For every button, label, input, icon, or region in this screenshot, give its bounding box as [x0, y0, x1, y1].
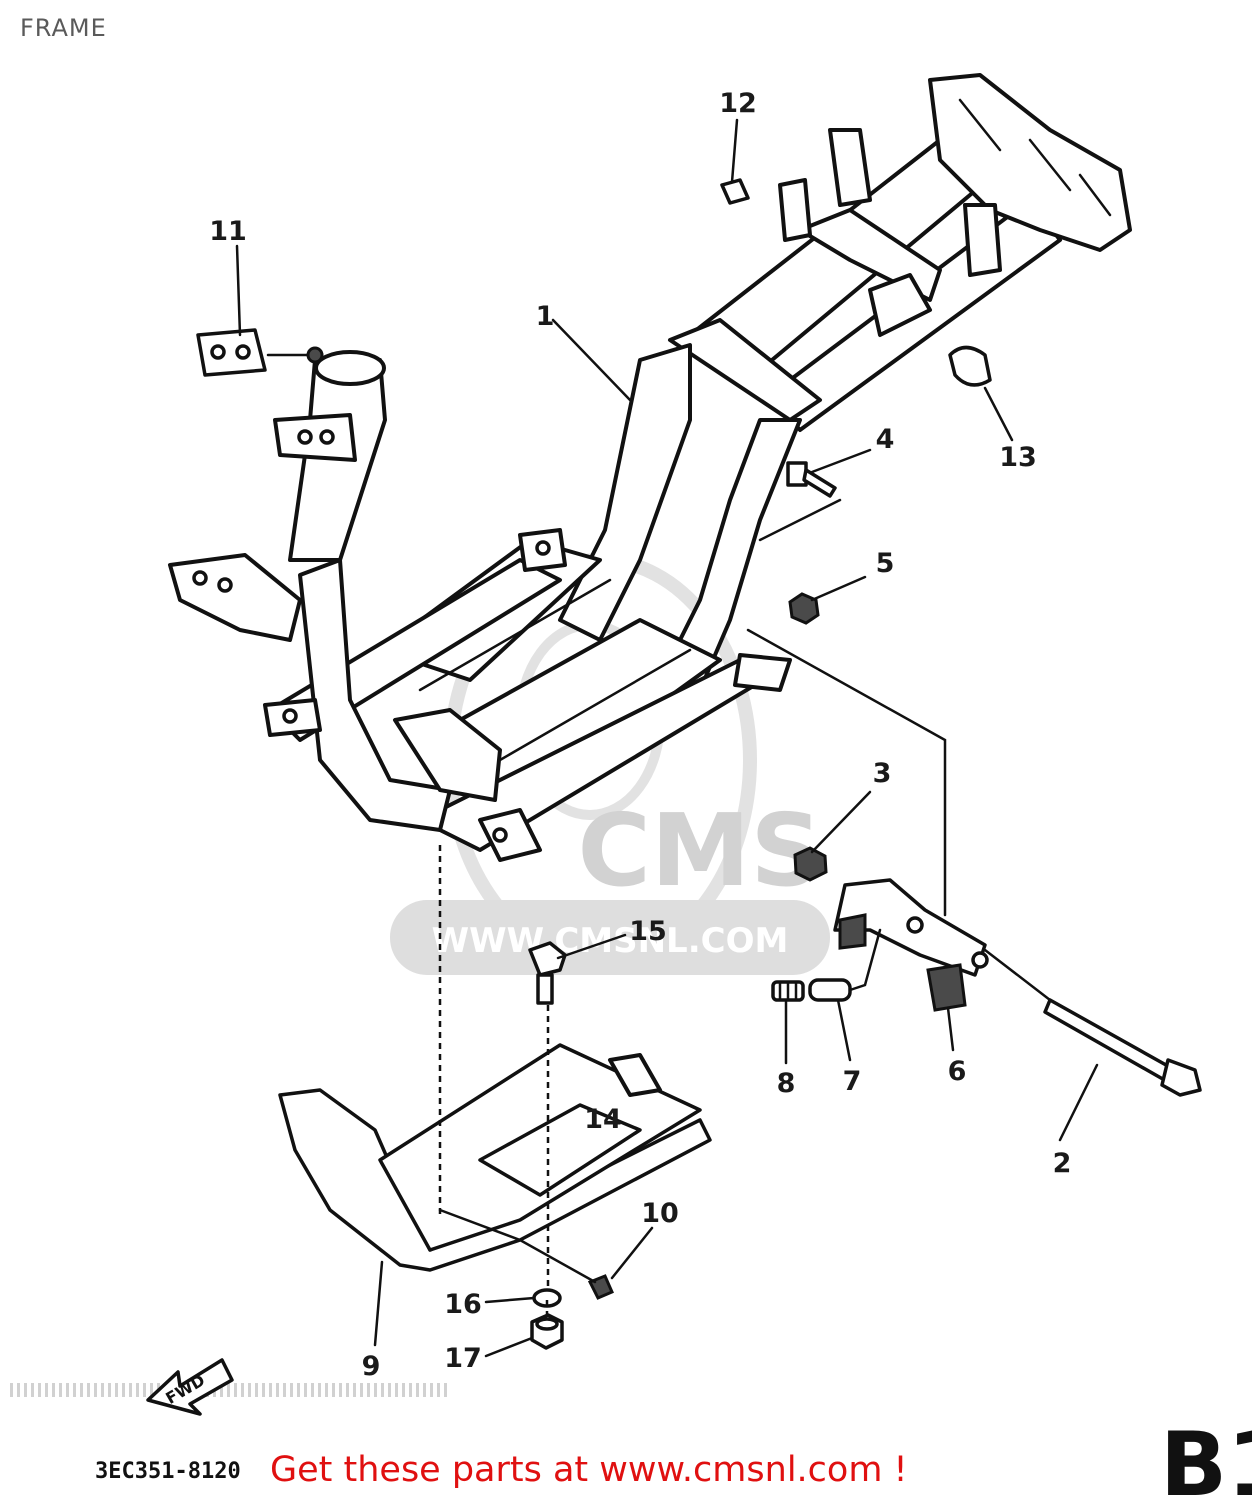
nut-part-5 — [788, 592, 820, 625]
callout-5: 5 — [876, 548, 895, 579]
callout-1: 1 — [536, 301, 555, 332]
assembly-lines — [438, 498, 1052, 1315]
callout-9: 9 — [362, 1351, 381, 1382]
callout-2: 2 — [1053, 1148, 1072, 1179]
pad-part-12 — [720, 178, 750, 205]
engine-mount-bracket — [833, 878, 989, 1012]
frame-main — [168, 73, 1132, 862]
callout-14: 14 — [584, 1104, 622, 1135]
nut-part-17 — [530, 1313, 564, 1350]
callout-6: 6 — [948, 1056, 967, 1087]
under-cover-part-9 — [278, 1043, 712, 1272]
callout-11: 11 — [209, 216, 247, 247]
callout-17: 17 — [444, 1343, 482, 1374]
watermark-logo: CMS — [578, 792, 823, 909]
bolt-part-15 — [528, 941, 567, 1005]
callout-16: 16 — [444, 1289, 482, 1320]
bolt-part-2 — [1043, 998, 1202, 1097]
spring-part-8 — [771, 980, 805, 1002]
nut-part-3 — [793, 846, 828, 882]
cap-part-13 — [948, 345, 992, 387]
forward-arrow: FWD — [146, 1358, 234, 1416]
callout-10: 10 — [641, 1198, 679, 1229]
spacer-part-7 — [808, 978, 852, 1002]
callout-7: 7 — [843, 1066, 862, 1097]
leader-lines — [235, 118, 1099, 1358]
callout-8: 8 — [777, 1068, 796, 1099]
bolt-part-4 — [786, 461, 837, 498]
callout-3: 3 — [873, 758, 892, 789]
bracket-part-11 — [196, 328, 324, 377]
drawing-number: 3EC351-8120 — [95, 1459, 241, 1484]
callout-12: 12 — [719, 88, 757, 119]
page-reference: B1 — [1160, 1413, 1252, 1500]
callout-15: 15 — [629, 916, 667, 947]
callout-4: 4 — [876, 424, 895, 455]
callouts: 1 2 3 4 5 6 7 8 9 10 11 12 13 14 15 16 1… — [209, 88, 1071, 1382]
promo-banner[interactable]: Get these parts at www.cmsnl.com ! — [270, 1450, 908, 1490]
page-title: FRAME — [20, 14, 107, 42]
screw-part-10 — [587, 1274, 614, 1300]
callout-13: 13 — [999, 442, 1037, 473]
